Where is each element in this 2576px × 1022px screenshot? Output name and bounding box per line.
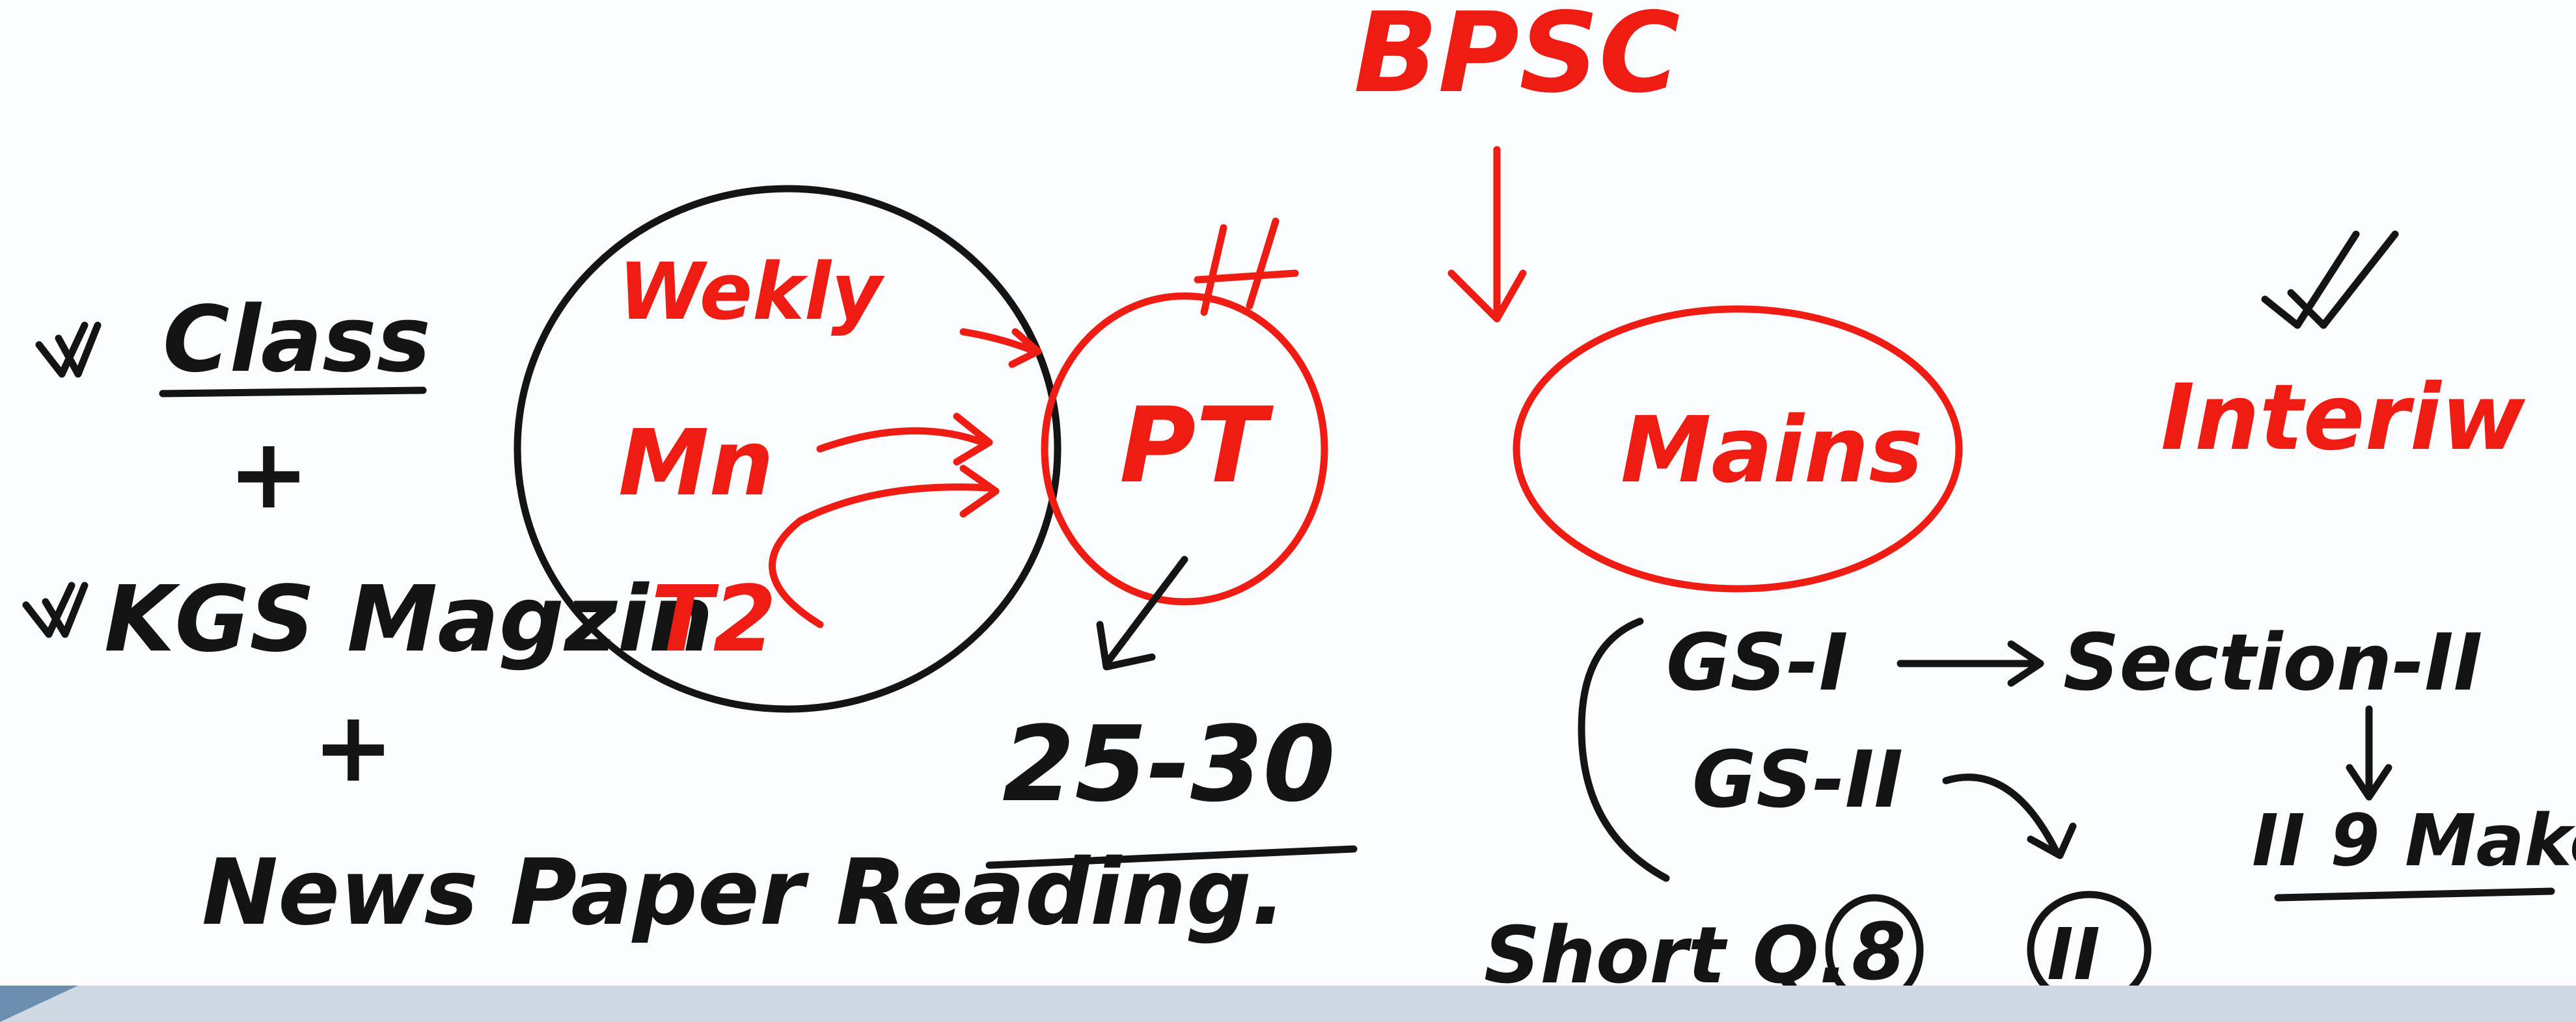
label-section-ii: Section-II bbox=[2063, 618, 2482, 708]
label-pt-range: 25-30 bbox=[1002, 703, 1336, 825]
bracket-mains bbox=[1578, 617, 1670, 882]
arrow-monthly bbox=[816, 412, 993, 466]
arrow-t bbox=[769, 464, 1000, 628]
label-t: T2 bbox=[651, 567, 776, 673]
footer-accent bbox=[0, 986, 78, 1022]
label-kgs-magzin: KGS Magzin bbox=[104, 567, 713, 673]
underline-make bbox=[2274, 887, 2555, 902]
arrow-pt-range bbox=[1096, 556, 1188, 671]
label-class: Class bbox=[163, 287, 431, 393]
arrow-gs1-section bbox=[1897, 640, 2044, 687]
pt-tick-mark bbox=[1194, 217, 1299, 316]
arrow-weekly bbox=[959, 328, 1042, 368]
underline-class bbox=[159, 386, 427, 397]
arrow-gs2 bbox=[1942, 773, 2077, 859]
underline-pt-range bbox=[985, 845, 1358, 869]
label-interview: Interiw bbox=[2161, 365, 2526, 471]
label-gs1: GS-I bbox=[1666, 618, 1848, 708]
label-pt: PT bbox=[1119, 384, 1274, 506]
circle-pt bbox=[1041, 292, 1328, 606]
title-bpsc: BPSC bbox=[1354, 0, 1680, 118]
circle-mains bbox=[1513, 305, 1963, 593]
label-make: II 9 Make bbox=[2252, 799, 2576, 882]
plus-sign-1: + bbox=[228, 418, 310, 531]
plus-sign-2: + bbox=[312, 691, 394, 804]
footer-band bbox=[0, 986, 2576, 1022]
label-weekly: Wekly bbox=[618, 247, 885, 338]
circle-current-affairs bbox=[514, 185, 1062, 713]
title-down-arrow bbox=[1447, 146, 1527, 323]
check-mark-kgs bbox=[22, 582, 89, 638]
arrow-section-down bbox=[2346, 705, 2392, 801]
label-roman: II bbox=[2047, 913, 2100, 996]
check-mark-class bbox=[35, 321, 102, 378]
label-gs2: GS-II bbox=[1692, 735, 1903, 826]
check-mark-interview bbox=[2261, 230, 2399, 329]
label-short-num: 8 bbox=[1852, 908, 1906, 998]
label-monthly: Mn bbox=[618, 410, 774, 517]
label-mains: Mains bbox=[1621, 397, 1923, 504]
